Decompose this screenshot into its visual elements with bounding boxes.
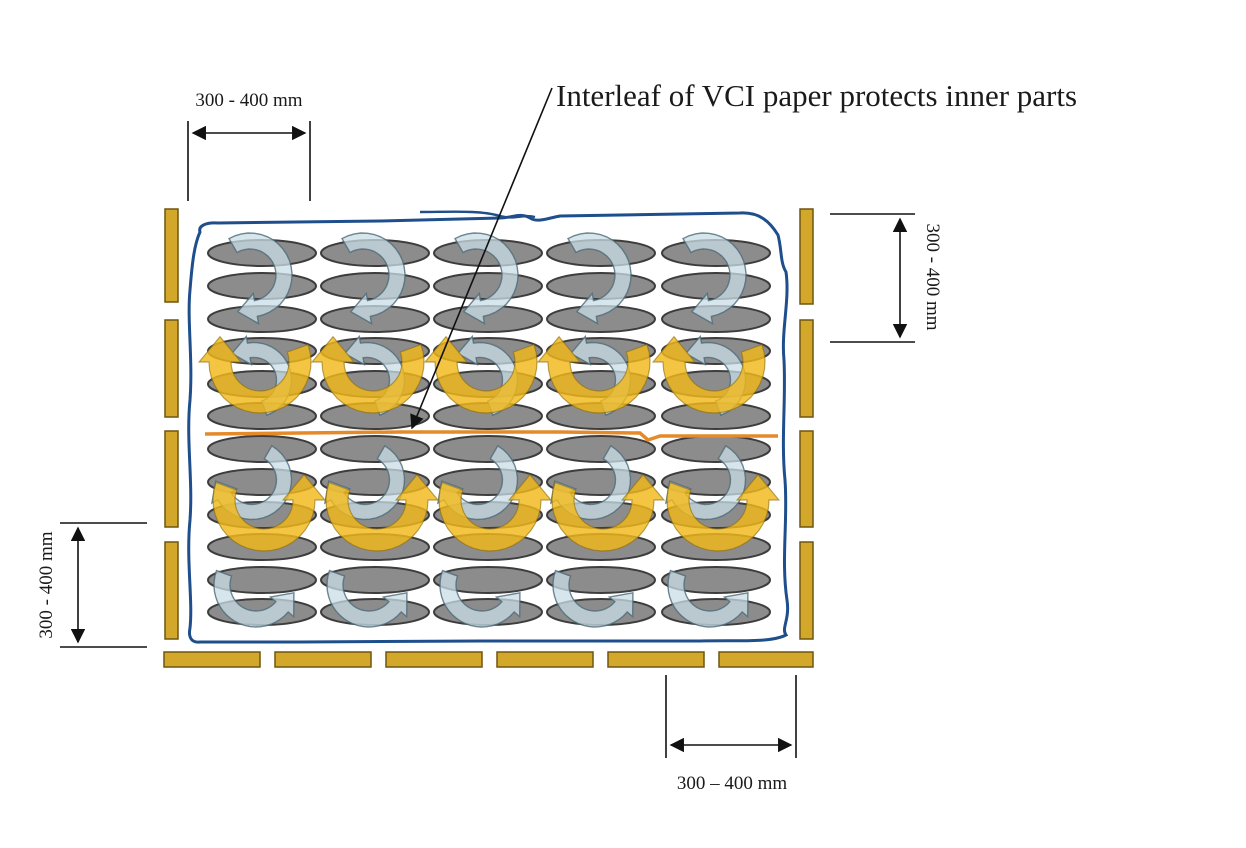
right-slat bbox=[799, 208, 814, 305]
dimension-label: 300 - 400 mm bbox=[195, 90, 302, 111]
vapour-arrow-yellow bbox=[438, 473, 553, 552]
bottom-slat bbox=[385, 651, 483, 668]
left-slat bbox=[164, 430, 179, 528]
stacked-part bbox=[546, 272, 656, 300]
vapour-arrow-yellow bbox=[666, 473, 781, 552]
bottom-slat bbox=[163, 651, 261, 668]
stacked-part bbox=[546, 435, 656, 463]
vapour-arrow-blue bbox=[213, 569, 295, 628]
callout-label: Interleaf of VCI paper protects inner pa… bbox=[556, 78, 1077, 113]
dimension-label: 300 - 400 mm bbox=[36, 531, 57, 638]
vapour-arrow-yellow bbox=[197, 335, 312, 414]
bottom-slat bbox=[496, 651, 594, 668]
bottom-slat bbox=[274, 651, 372, 668]
vapour-arrow-blue bbox=[682, 232, 747, 325]
left-slat bbox=[164, 541, 179, 640]
vapour-arrow-yellow bbox=[325, 473, 440, 552]
stacked-part bbox=[546, 566, 656, 594]
vapour-arrow-yellow bbox=[551, 473, 666, 552]
vapour-arrow-blue bbox=[228, 232, 293, 325]
vapour-arrow-yellow bbox=[423, 335, 538, 414]
stacked-part bbox=[661, 272, 771, 300]
vapour-arrow-blue bbox=[567, 232, 632, 325]
dimension-right: 300 - 400 mm bbox=[830, 213, 943, 343]
bottom-slat bbox=[718, 651, 814, 668]
vci-interleaf-sheet bbox=[204, 430, 778, 442]
stacked-part bbox=[207, 272, 317, 300]
dimension-label: 300 - 400 mm bbox=[922, 223, 943, 330]
vapour-arrow-yellow bbox=[212, 473, 327, 552]
stacked-part bbox=[661, 435, 771, 463]
right-slat bbox=[799, 319, 814, 418]
stacked-part bbox=[320, 435, 430, 463]
vapour-arrow-blue bbox=[326, 569, 408, 628]
right-slat bbox=[799, 430, 814, 528]
vapour-arrow-yellow bbox=[536, 335, 651, 414]
dimension-top-left: 300 - 400 mm bbox=[187, 90, 311, 201]
vapour-arrow-yellow bbox=[651, 335, 766, 414]
vapour-arrow-blue bbox=[667, 569, 749, 628]
vci-vapour-arrows bbox=[197, 232, 781, 628]
stacked-part bbox=[433, 272, 543, 300]
stacked-part bbox=[433, 435, 543, 463]
stacked-part bbox=[207, 566, 317, 594]
left-slat bbox=[164, 208, 179, 303]
stacked-part bbox=[207, 435, 317, 463]
callout: Interleaf of VCI paper protects inner pa… bbox=[410, 78, 1077, 430]
dimension-label: 300 – 400 mm bbox=[677, 773, 788, 794]
vapour-arrow-blue bbox=[552, 569, 634, 628]
right-slat bbox=[799, 541, 814, 640]
dimension-left: 300 - 400 mm bbox=[36, 522, 147, 648]
bottom-slat bbox=[607, 651, 705, 668]
callout-leader bbox=[410, 87, 553, 430]
stacked-part bbox=[661, 566, 771, 594]
stacked-part bbox=[433, 566, 543, 594]
wooden-slat-frame bbox=[163, 208, 814, 668]
vapour-arrow-blue bbox=[454, 232, 519, 325]
vapour-arrow-blue bbox=[341, 232, 406, 325]
vapour-arrow-yellow bbox=[310, 335, 425, 414]
vci-wrap-path bbox=[187, 211, 790, 644]
vapour-arrow-blue bbox=[439, 569, 521, 628]
dimension-bottom: 300 – 400 mm bbox=[665, 675, 797, 794]
left-slat bbox=[164, 319, 179, 418]
stacked-part bbox=[320, 566, 430, 594]
stacked-part bbox=[320, 272, 430, 300]
